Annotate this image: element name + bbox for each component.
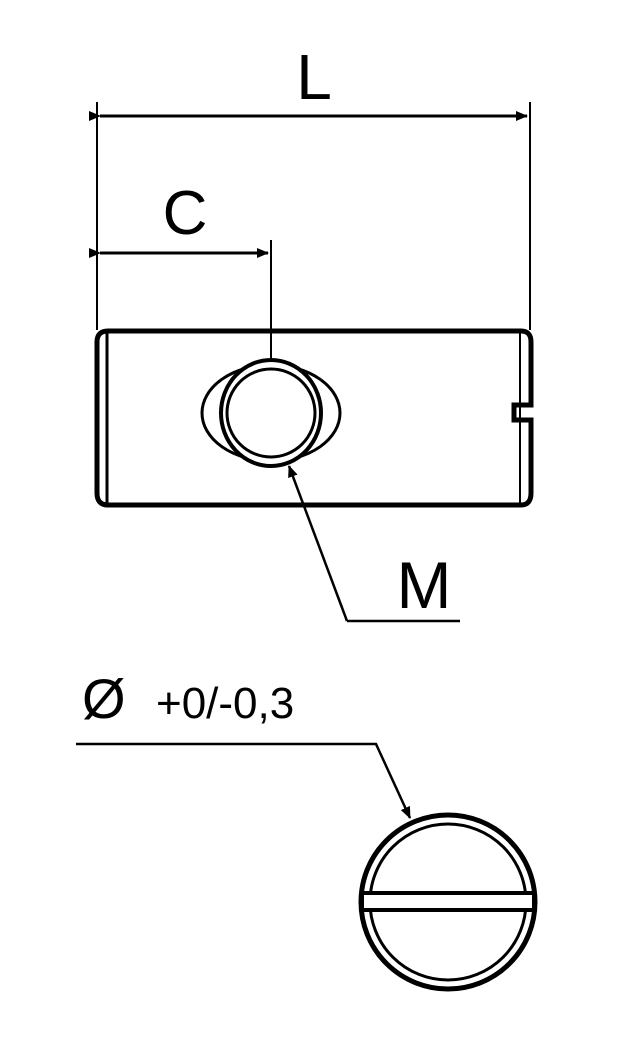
- thread-leader: M: [287, 465, 460, 623]
- screwdriver-slot: [360, 891, 536, 912]
- thread-hole-inner: [219, 358, 323, 468]
- diameter-leader-line: [76, 742, 412, 819]
- pin-body-outline: [94, 328, 534, 508]
- length-dimension: L: [89, 41, 531, 330]
- pin-side-view: [94, 328, 534, 508]
- thread-leader-line: [287, 465, 349, 622]
- diameter-symbol: Ø: [82, 667, 126, 730]
- hole-offset-label: C: [163, 179, 208, 248]
- pin-end-view: [358, 812, 538, 992]
- diameter-callout: Ø +0/-0,3: [76, 667, 412, 819]
- thread-label: M: [397, 548, 452, 622]
- diameter-tolerance: +0/-0,3: [156, 679, 294, 728]
- length-label: L: [296, 41, 332, 113]
- thread-hole-core: [225, 367, 317, 459]
- hole-offset-dimension: C: [89, 179, 272, 362]
